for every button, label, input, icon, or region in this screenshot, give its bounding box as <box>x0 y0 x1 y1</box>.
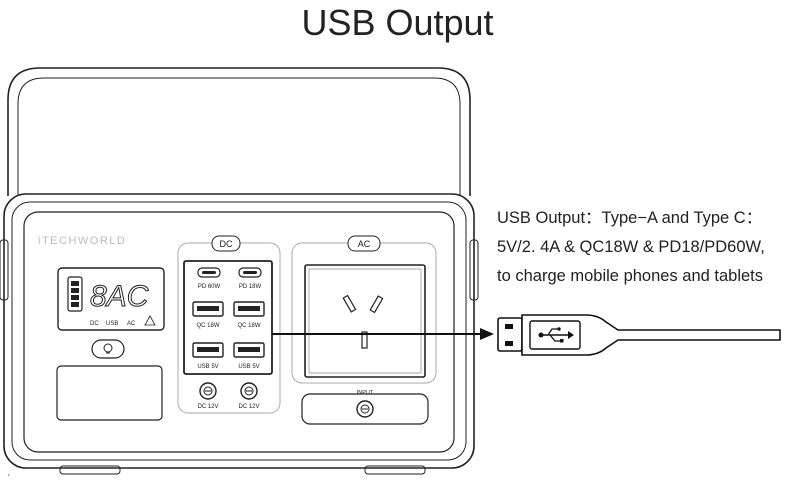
ac-panel-outline <box>291 242 437 384</box>
port-label: QC 18W <box>237 323 260 329</box>
brand-logo: iTECHWORLD <box>38 235 126 247</box>
port-label: PD 60W <box>198 284 221 290</box>
port-label: USB 5V <box>197 364 218 370</box>
light-button[interactable] <box>91 339 125 359</box>
carry-handle-inner <box>17 77 461 196</box>
left-bumper <box>0 239 9 301</box>
input-port[interactable]: INPUT <box>301 390 429 425</box>
port-label: DC 12V <box>238 404 259 410</box>
description-line-2: 5V/2. 4A & QC18W & PD18/PD60W, <box>497 238 765 256</box>
dc-panel-label-badge: DC <box>211 235 241 252</box>
usb-a-port-5v-2[interactable]: USB 5V <box>233 342 265 370</box>
device-body <box>3 193 475 469</box>
dc-port-12v-1[interactable]: DC 12V <box>197 382 219 410</box>
usb-a-port-5v-1[interactable]: USB 5V <box>192 342 224 370</box>
usb-plug-body <box>521 314 781 356</box>
usb-a-plug-tip <box>497 317 523 352</box>
ac-panel-label-badge: AC <box>347 235 381 252</box>
page-title: USB Output <box>301 2 494 43</box>
callout-arrow <box>272 328 494 340</box>
ac-panel-label: AC <box>358 239 371 249</box>
usb-output-group <box>183 260 273 375</box>
port-label: QC 18W <box>196 323 219 329</box>
dc-panel-label: DC <box>220 239 233 249</box>
usb-c-port-pd18w[interactable]: PD 18W <box>238 267 262 290</box>
right-bumper <box>469 239 479 301</box>
display-readout: 8AC <box>90 280 149 313</box>
right-foot <box>364 465 426 475</box>
left-foot <box>59 465 121 475</box>
lcd-display: 8AC DC USB AC <box>57 267 165 331</box>
usb-cable <box>497 314 781 356</box>
wireless-pad <box>56 365 163 421</box>
device-body-inner <box>11 201 467 461</box>
dc-panel-outline <box>177 242 281 414</box>
dc-port-12v-2[interactable]: DC 12V <box>238 382 260 410</box>
display-icon-usb: USB <box>106 321 118 327</box>
usb-a-port-qc18w-1[interactable]: QC 18W <box>192 301 224 329</box>
port-label: USB 5V <box>238 364 259 370</box>
description-line-3: to charge mobile phones and tablets <box>497 267 764 285</box>
carry-handle <box>7 67 471 196</box>
corner-mark: ′ <box>8 473 10 481</box>
display-icon-dc: DC <box>90 321 99 327</box>
usb-a-port-qc18w-2[interactable]: QC 18W <box>233 301 265 329</box>
usb-c-port-pd60w[interactable]: PD 60W <box>197 267 221 290</box>
front-panel <box>23 211 455 453</box>
warning-icon <box>144 315 156 326</box>
port-label: PD 18W <box>239 284 262 290</box>
port-label: DC 12V <box>197 404 218 410</box>
description-line-1: USB Output：Type−A and Type C： <box>497 209 763 227</box>
description: USB Output：Type−A and Type C： 5V/2. 4A &… <box>497 204 793 291</box>
display-icon-ac: AC <box>127 321 136 327</box>
ac-outlet[interactable] <box>304 264 426 378</box>
input-label: INPUT <box>357 390 374 396</box>
bulb-icon <box>103 343 113 353</box>
